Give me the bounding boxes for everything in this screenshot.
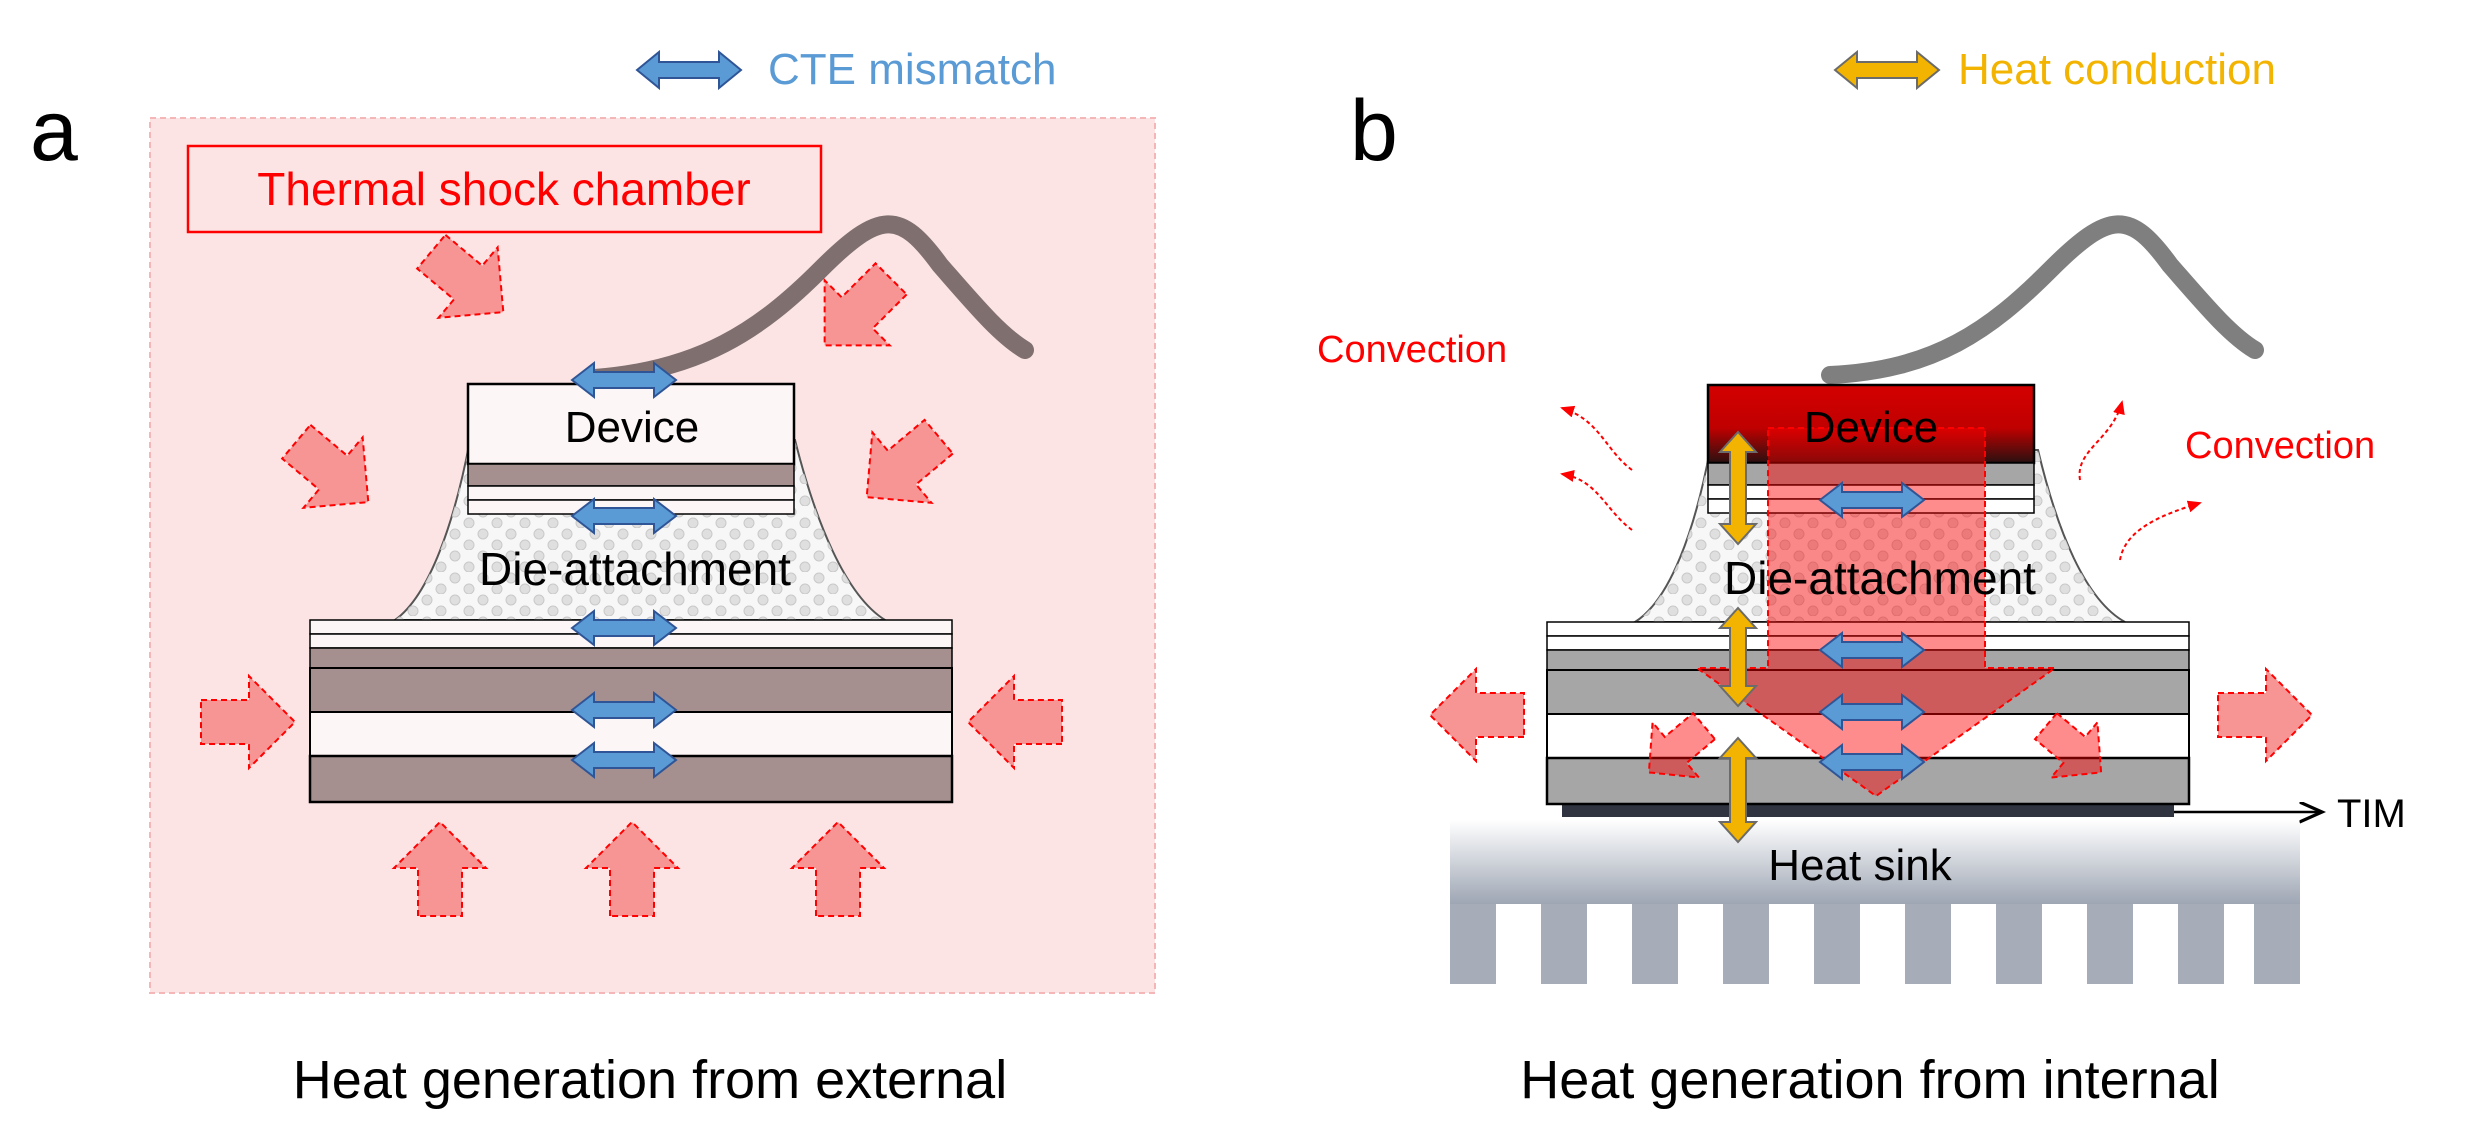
legend-heat: Heat conduction <box>1833 45 2276 94</box>
chamber-label-box <box>186 144 823 234</box>
heat-sink-fins <box>1450 904 2300 984</box>
spreading-heat-arrows <box>1647 711 2103 779</box>
tim-layer <box>1562 803 2174 817</box>
cte-arrow-icon <box>1818 630 1926 670</box>
outward-heat-arrows <box>1428 666 2314 764</box>
heat-arrow-icon <box>1428 666 1525 764</box>
cte-arrow-icon <box>570 740 678 780</box>
cte-arrows-a <box>570 360 678 780</box>
cte-arrows-b <box>1818 480 1926 782</box>
die-a-label: Die-attachment <box>479 543 791 595</box>
convection-left-label: Convection <box>1317 329 1507 371</box>
convection-arrow-icon <box>1560 405 1633 471</box>
cte-arrow-icon <box>570 360 678 400</box>
heat-arrow-icon <box>415 233 505 320</box>
cte-arrow-icon <box>570 496 678 536</box>
heat-conduction-icon <box>1717 606 1759 708</box>
panel-b: b Heat sink TIM <box>1317 83 2406 1110</box>
tim-label: TIM <box>2337 792 2406 836</box>
heatsink-label: Heat sink <box>1768 841 1952 890</box>
cte-arrow-icon <box>570 690 678 730</box>
heat-arrow-icon <box>2033 711 2103 779</box>
heat-arrow-icon <box>966 673 1063 771</box>
heat-legend-arrow <box>1833 49 1941 91</box>
external-heat-arrows <box>200 233 1063 917</box>
caption-a: Heat generation from external <box>293 1050 1007 1110</box>
heat-arrow-icon <box>2217 666 2314 764</box>
device-a-layer-2 <box>467 485 795 501</box>
legend-cte: CTE mismatch <box>635 45 1056 94</box>
heat-conduction-icon <box>1717 430 1759 546</box>
bond-wire-b <box>1821 215 2264 384</box>
heat-arrow-icon <box>865 418 955 505</box>
panel-a: a Thermal shock chamber Device Die-attac… <box>30 83 1156 1110</box>
heat-arrow-icon <box>280 423 370 510</box>
heat-arrow-icon <box>200 673 297 771</box>
convection-right-label: Convection <box>2185 425 2375 467</box>
heat-conduction-icon <box>1717 736 1759 844</box>
heat-arrow-icon <box>391 820 489 917</box>
heat-arrow-icon <box>583 820 681 917</box>
convection-arrow-icon <box>1560 470 1633 531</box>
cte-arrow-icon <box>1818 742 1926 782</box>
cte-legend-arrow <box>635 49 743 91</box>
convection-arrows <box>1560 400 2202 561</box>
panel-b-letter: b <box>1350 83 1398 179</box>
device-a-label: Device <box>565 403 700 452</box>
bond-wire <box>586 215 1034 387</box>
convection-arrow-icon <box>2078 400 2125 481</box>
device-b-label: Device <box>1804 403 1939 452</box>
substrate-a <box>308 619 954 804</box>
panel-a-letter: a <box>30 83 78 179</box>
device-a-layer-1 <box>467 463 795 487</box>
heat-arrow-icon <box>1647 711 1717 779</box>
cte-legend-label: CTE mismatch <box>768 45 1056 94</box>
cte-arrow-icon <box>570 608 678 648</box>
cte-arrow-icon <box>1818 692 1926 732</box>
device-a <box>466 382 796 466</box>
heat-conduction-arrows <box>1717 430 1759 844</box>
heat-sink <box>1450 820 2300 984</box>
heat-legend-label: Heat conduction <box>1958 45 2276 94</box>
heat-arrow-icon <box>823 261 909 347</box>
die-b-label: Die-attachment <box>1724 552 2036 604</box>
heat-arrow-icon <box>789 820 887 917</box>
caption-b: Heat generation from internal <box>1520 1050 2219 1110</box>
chamber-label: Thermal shock chamber <box>257 163 750 215</box>
convection-arrow-icon <box>2119 500 2202 561</box>
cte-arrow-icon <box>1818 480 1926 520</box>
internal-heat-arrow-icon <box>1693 427 2059 798</box>
